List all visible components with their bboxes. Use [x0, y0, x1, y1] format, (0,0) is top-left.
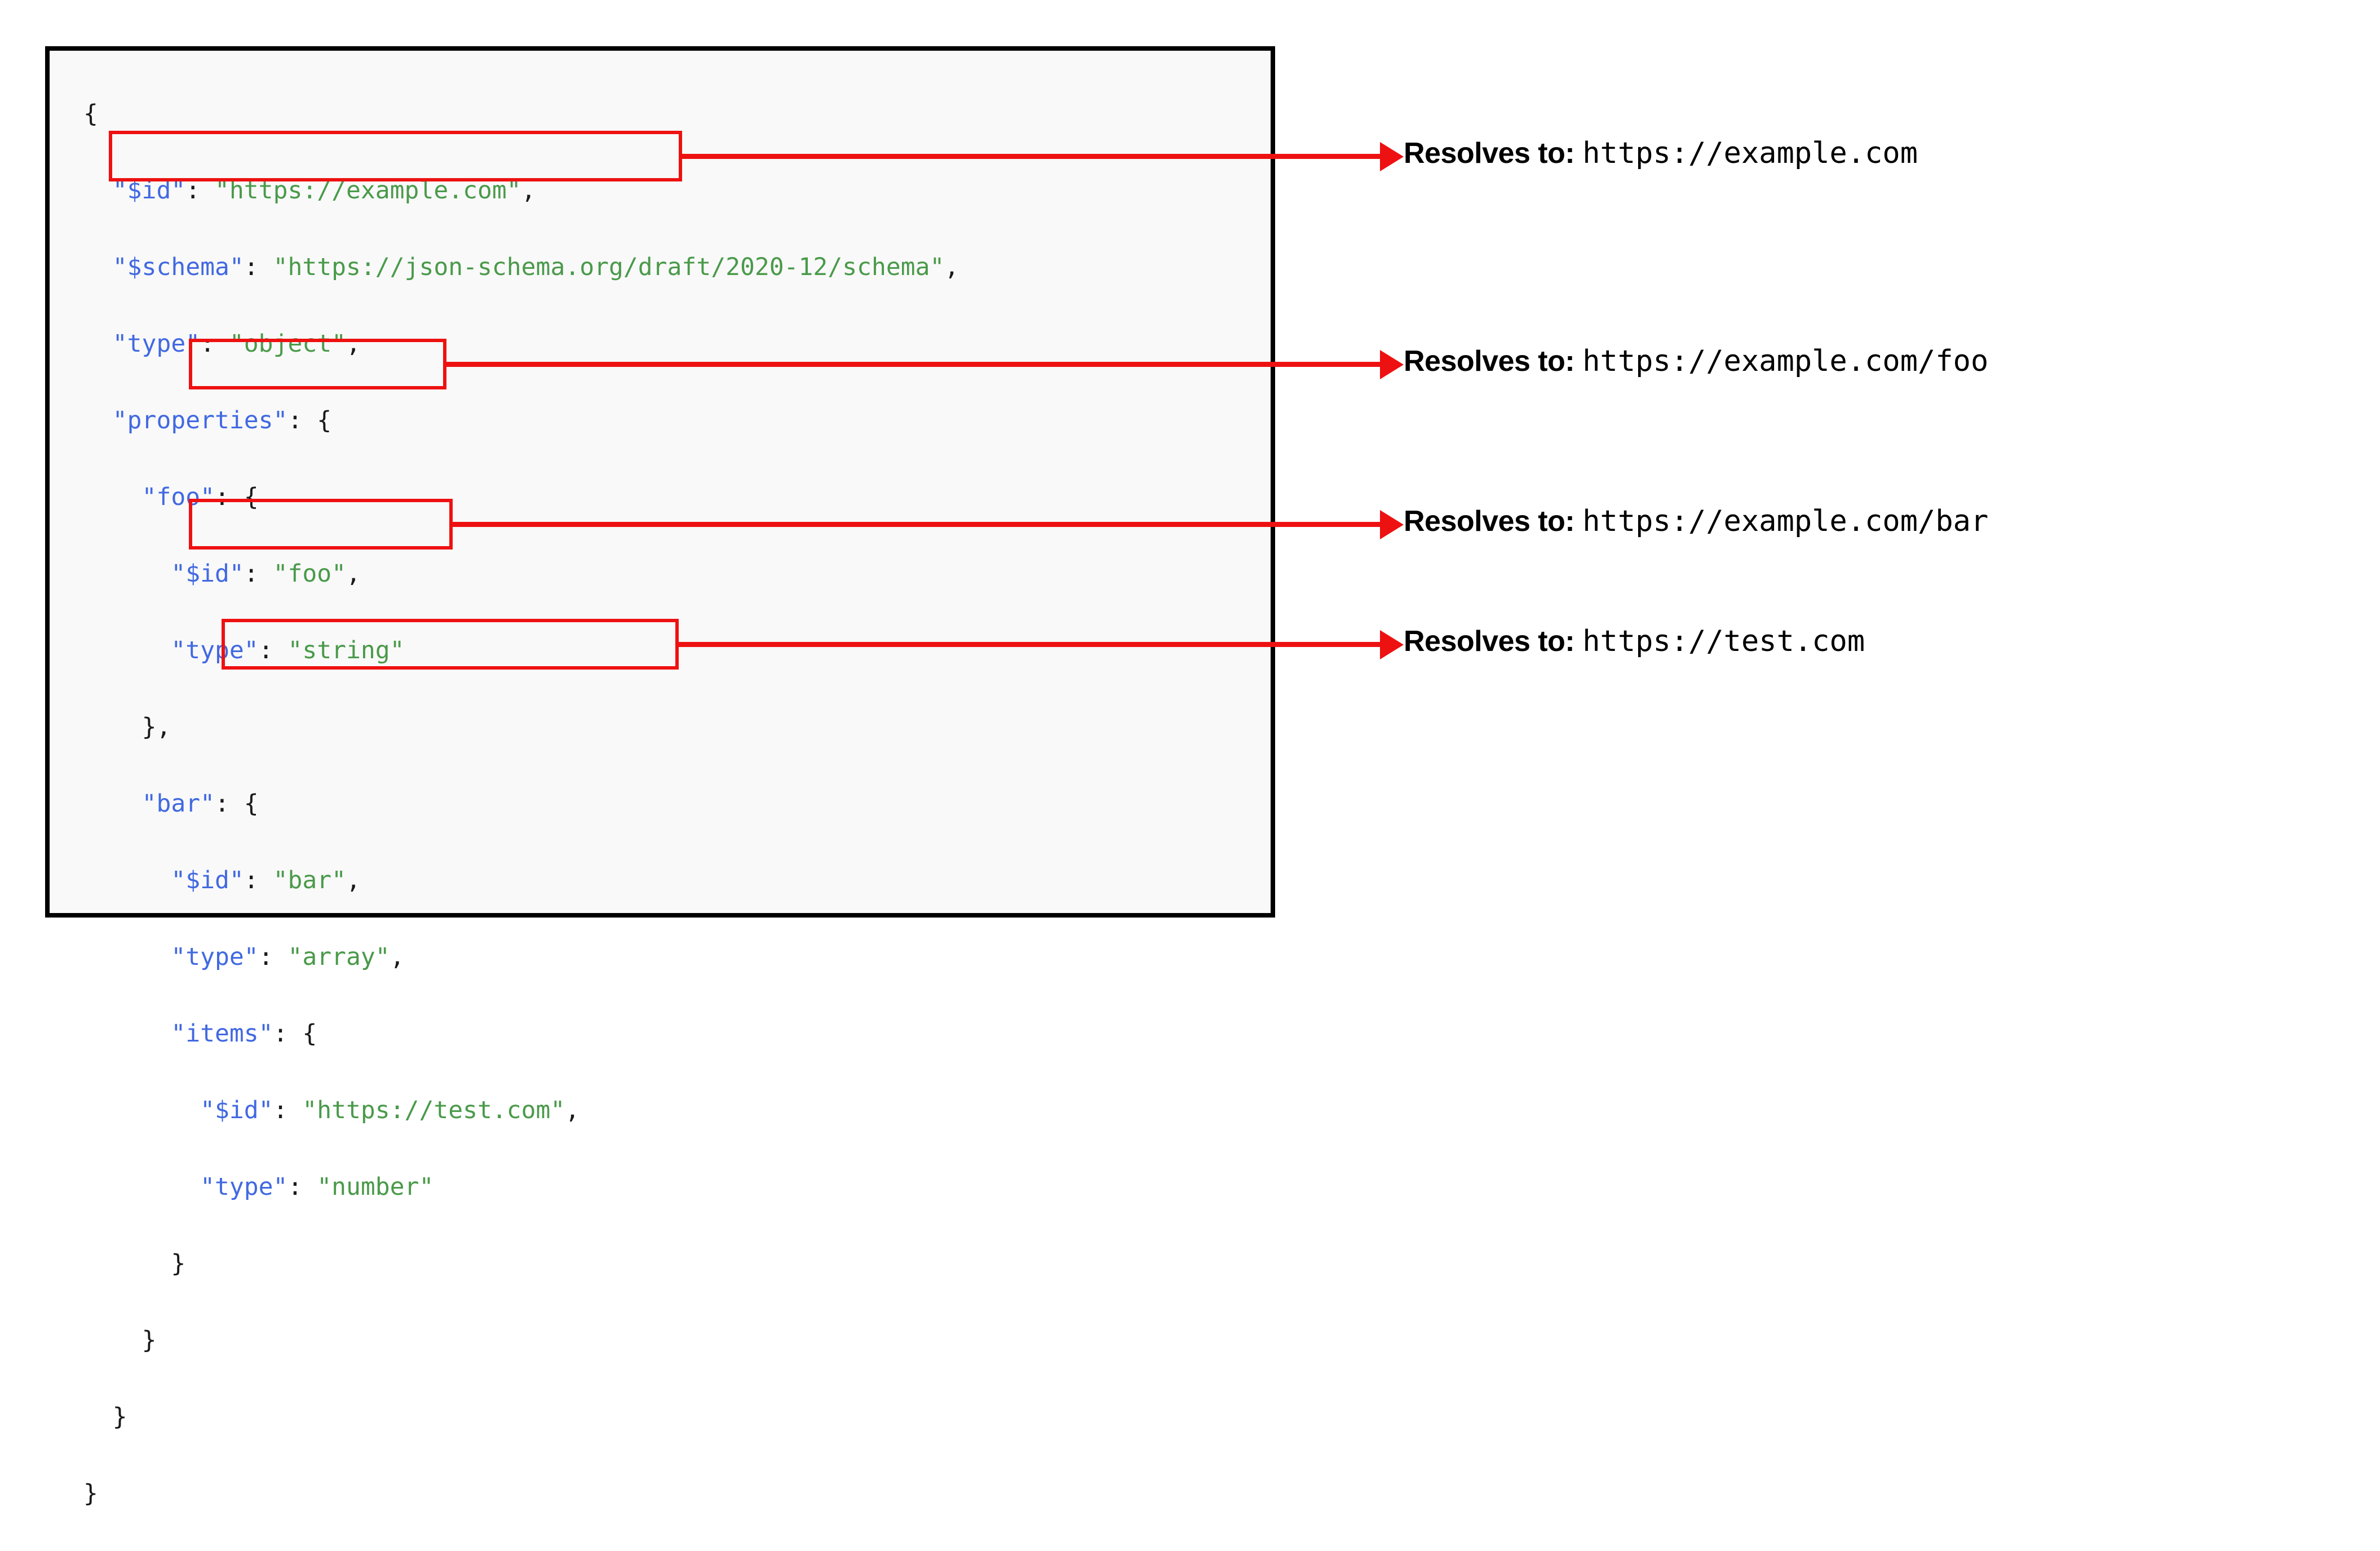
code-token-punct: : {	[215, 790, 259, 818]
annotation-foo: Resolves to:https://example.com/foo	[1404, 344, 1988, 378]
arrow-to-foo-head	[1380, 350, 1404, 379]
code-token-str: "foo"	[273, 560, 347, 588]
code-token-key: "type"	[112, 330, 201, 358]
code-line: "$schema": "https://json-schema.org/draf…	[83, 248, 959, 286]
code-token-punct: ,	[565, 1096, 580, 1124]
arrow-to-items-line	[679, 642, 1380, 647]
code-token-punct: : {	[287, 406, 332, 435]
highlight-id-root	[109, 131, 682, 181]
annotation-bar: Resolves to:https://example.com/bar	[1404, 504, 1988, 538]
code-token-str: "https://json-schema.org/draft/2020-12/s…	[273, 253, 945, 281]
code-line: {	[83, 95, 959, 133]
annotation-root: Resolves to:https://example.com	[1404, 136, 1918, 170]
resolves-to-label: Resolves to:	[1404, 625, 1575, 658]
code-line: "$id": "https://test.com",	[83, 1091, 959, 1129]
code-token-punct: : {	[273, 1020, 317, 1048]
code-token-key: "items"	[171, 1020, 273, 1048]
arrow-to-foo-line	[446, 362, 1380, 367]
code-token-str: "array"	[287, 943, 390, 971]
arrow-to-items-head	[1380, 630, 1404, 659]
code-token-str: "bar"	[273, 866, 347, 894]
code-token-punct: }	[112, 1403, 127, 1431]
code-token-punct: }	[83, 1479, 98, 1508]
code-line: "foo": {	[83, 478, 959, 516]
code-token-punct: ,	[346, 330, 361, 358]
code-token-key: "foo"	[141, 483, 215, 511]
highlight-id-items	[222, 619, 679, 670]
code-line: }	[83, 1398, 959, 1436]
code-token-punct: {	[83, 100, 98, 128]
resolved-url-text: https://example.com/foo	[1582, 344, 1989, 378]
code-token-punct: ,	[346, 560, 361, 588]
code-token-punct: },	[141, 713, 171, 741]
resolved-url-text: https://test.com	[1582, 624, 1865, 658]
code-token-punct: :	[258, 636, 288, 664]
code-token-punct: :	[244, 560, 273, 588]
code-token-key: "$id"	[171, 560, 244, 588]
code-token-str: "https://test.com"	[302, 1096, 565, 1124]
resolves-to-label: Resolves to:	[1404, 137, 1575, 170]
code-token-key: "bar"	[141, 790, 215, 818]
code-line: }	[83, 1321, 959, 1359]
resolves-to-label: Resolves to:	[1404, 505, 1575, 538]
code-token-punct: : {	[215, 483, 259, 511]
code-token-punct: ,	[944, 253, 959, 281]
code-token-punct: :	[287, 1173, 317, 1201]
code-line: "type": "string"	[83, 631, 959, 670]
highlight-id-bar	[189, 499, 453, 550]
code-token-punct: :	[200, 330, 229, 358]
code-token-punct: :	[258, 943, 288, 971]
code-line: "type": "array",	[83, 938, 959, 976]
code-token-str: "object"	[229, 330, 347, 358]
code-token-str: "number"	[317, 1173, 434, 1201]
code-token-key: "type"	[171, 943, 259, 971]
code-line: "$id": "foo",	[83, 555, 959, 593]
resolves-to-label: Resolves to:	[1404, 345, 1575, 378]
arrow-to-root-head	[1380, 142, 1404, 171]
code-line: "type": "object",	[83, 325, 959, 363]
arrow-to-root-line	[682, 154, 1380, 159]
code-line: "bar": {	[83, 785, 959, 823]
code-token-key: "type"	[200, 1173, 288, 1201]
code-token-punct: :	[244, 866, 273, 894]
code-token-key: "$id"	[200, 1096, 273, 1124]
code-token-key: "$id"	[171, 866, 244, 894]
code-token-punct: :	[273, 1096, 303, 1124]
resolved-url-text: https://example.com	[1582, 136, 1918, 170]
code-line: "$id": "bar",	[83, 861, 959, 899]
code-line: "items": {	[83, 1014, 959, 1053]
resolved-url-text: https://example.com/bar	[1582, 504, 1989, 538]
annotation-items: Resolves to:https://test.com	[1404, 624, 1865, 658]
arrow-to-bar-line	[453, 522, 1380, 527]
code-token-key: "$schema"	[112, 253, 244, 281]
code-token-key: "properties"	[112, 406, 288, 435]
code-token-key: "type"	[171, 636, 259, 664]
code-token-punct: :	[244, 253, 273, 281]
json-code-listing: { "$id": "https://example.com", "$schema…	[83, 95, 959, 1551]
code-line: "type": "number"	[83, 1168, 959, 1206]
code-line: }	[83, 1474, 959, 1513]
code-line: "properties": {	[83, 401, 959, 440]
code-token-punct: }	[171, 1249, 186, 1278]
code-token-str: "string"	[287, 636, 405, 664]
code-line: },	[83, 708, 959, 746]
arrow-to-bar-head	[1380, 510, 1404, 539]
code-line: }	[83, 1244, 959, 1283]
code-token-punct: }	[141, 1326, 157, 1354]
code-token-punct: ,	[390, 943, 405, 971]
code-token-punct: ,	[346, 866, 361, 894]
highlight-id-foo	[189, 339, 446, 389]
